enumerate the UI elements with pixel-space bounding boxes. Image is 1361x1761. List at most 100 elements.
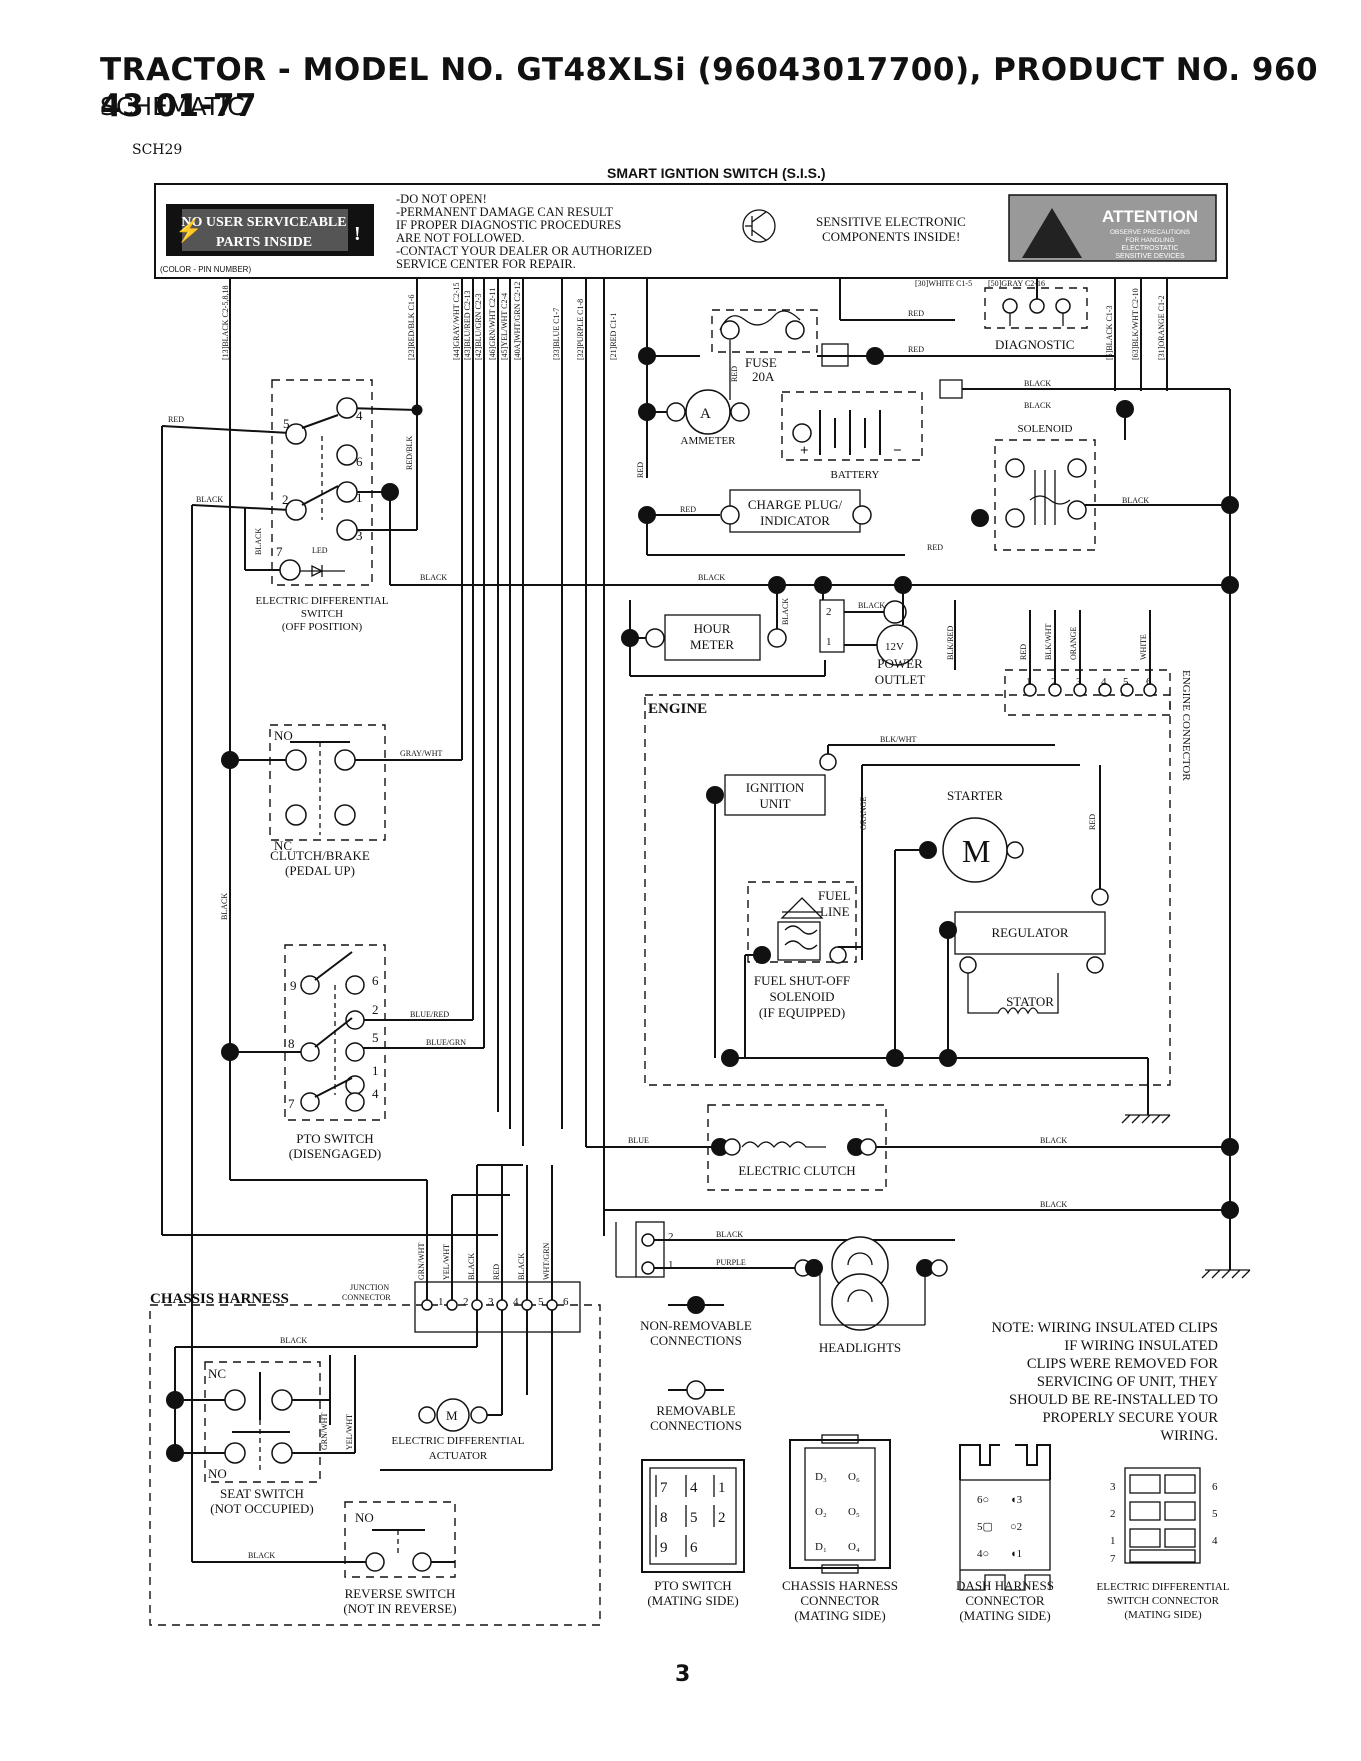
wire-label: PURPLE	[716, 1258, 746, 1267]
no-label: NO	[274, 728, 293, 743]
wire-label: RED	[908, 345, 924, 354]
diagnostic-label: DIAGNOSTIC	[995, 337, 1074, 352]
svg-text:1: 1	[372, 1063, 379, 1078]
wire-label: RED	[636, 462, 645, 478]
note-line: SHOULD BE RE-INSTALLED TO	[1009, 1392, 1218, 1408]
wire-label: GRN/WHT	[320, 1413, 329, 1450]
note-line: PROPERLY SECURE YOUR	[1042, 1410, 1218, 1426]
wire-label: BLACK	[220, 893, 229, 920]
note-line: CLIPS WERE REMOVED FOR	[1027, 1356, 1218, 1372]
page-subtitle: SCHEMATIC	[100, 92, 245, 121]
svg-text:2: 2	[282, 492, 289, 507]
pto-label: PTO SWITCH	[296, 1131, 373, 1146]
svg-text:2: 2	[826, 606, 832, 618]
power-symbol: 12V	[885, 641, 904, 653]
non-removable-icon	[687, 1296, 705, 1314]
wire-label: RED	[927, 543, 943, 552]
wire-label: YEL/WHT	[442, 1244, 451, 1280]
svg-text:6: 6	[563, 1296, 569, 1308]
solenoid: SOLENOID BLACK	[971, 400, 1230, 551]
sensitive-line: COMPONENTS INSIDE!	[822, 229, 960, 244]
svg-text:6: 6	[1212, 1481, 1218, 1493]
starter-label: STARTER	[947, 788, 1003, 803]
sensitive-text: SENSITIVE ELECTRONIC COMPONENTS INSIDE!	[816, 214, 966, 244]
sis-module: SMART IGNTION SWITCH (S.I.S.) NO USER SE…	[154, 165, 1228, 288]
svg-text:4: 4	[513, 1296, 519, 1308]
svg-text:◖1: ◖1	[1010, 1548, 1022, 1560]
gray-pin-label: [50]GRAY C2-16	[988, 279, 1045, 288]
note-line: IF WIRING INSULATED	[1064, 1338, 1218, 1354]
svg-text:9: 9	[660, 1540, 668, 1556]
wire-label: BLACK	[1024, 379, 1051, 388]
hour-meter-label: METER	[690, 637, 734, 652]
power-outlet-label: POWER	[877, 656, 923, 671]
svg-text:3: 3	[356, 528, 363, 543]
starter: M STARTER ORANGE	[859, 764, 1080, 1058]
fuse-label: FUSE	[745, 355, 777, 370]
wire-label: ORANGE	[1069, 627, 1078, 660]
page-title: TRACTOR - MODEL NO. GT48XLSi (9604301770…	[100, 52, 1319, 124]
headlights: 2 1 BLACK PURPLE HEADLIGHTS	[615, 1221, 955, 1355]
svg-text:O₂: O₂	[815, 1506, 827, 1518]
wire-label: RED	[168, 415, 184, 424]
wire-label: WHITE	[1139, 634, 1148, 660]
ignition-label: IGNITION	[746, 780, 805, 795]
svg-text:D₃: D₃	[815, 1471, 827, 1483]
color-pin-note: (COLOR - PIN NUMBER)	[160, 265, 251, 274]
svg-text:5: 5	[538, 1296, 544, 1308]
seat-switch-label: SEAT SWITCH	[220, 1486, 304, 1501]
ammeter: A AMMETER	[638, 389, 750, 447]
headlights-label: HEADLIGHTS	[819, 1340, 901, 1355]
attention-badge: ATTENTION OBSERVE PRECAUTIONS FOR HANDLI…	[1008, 194, 1217, 262]
wire-label: BLUE	[628, 1136, 649, 1145]
wiring-note: NOTE: WIRING INSULATED CLIPS IF WIRING I…	[992, 1320, 1219, 1444]
badge-line-2: PARTS INSIDE	[216, 235, 312, 250]
nc-label: NC	[274, 838, 292, 853]
wire-label: BLK/RED	[946, 626, 955, 660]
svg-text:2: 2	[718, 1510, 726, 1526]
dash-connector-label: (MATING SIDE)	[959, 1608, 1050, 1623]
wire-label: BLACK	[517, 1253, 526, 1280]
engine-ground-bus	[721, 1049, 1171, 1124]
clutch-brake-switch: NO NC GRAY/WHT BLACK CLUTCH/BRAKE (PEDAL…	[220, 724, 462, 920]
badge-line-1: NO USER SERVICEABLE	[181, 215, 346, 230]
ground-icon	[1201, 1269, 1251, 1279]
svg-text:−: −	[893, 443, 902, 459]
svg-text:4○: 4○	[977, 1548, 989, 1560]
sis-pin-wires	[229, 278, 1168, 1236]
svg-text:6: 6	[372, 973, 379, 988]
svg-text:8: 8	[660, 1510, 668, 1526]
chassis-connector-label: (MATING SIDE)	[794, 1608, 885, 1623]
electric-differential-actuator: M ELECTRIC DIFFERENTIAL ACTUATOR	[380, 1310, 553, 1471]
ammeter-symbol: A	[700, 406, 711, 422]
svg-text:6: 6	[690, 1540, 698, 1556]
ammeter-label: AMMETER	[681, 435, 737, 447]
svg-text:2: 2	[1051, 676, 1057, 688]
svg-text:7: 7	[276, 544, 283, 559]
charge-plug-indicator: CHARGE PLUG/ INDICATOR RED RED RED	[636, 462, 943, 556]
solenoid-label: SOLENOID	[1018, 423, 1073, 435]
led-icon	[300, 564, 345, 578]
pto-connector-label: (MATING SIDE)	[647, 1593, 738, 1608]
pin-label: [46]GRN/WHT C2-11	[488, 288, 497, 360]
connection-legend: NON-REMOVABLE CONNECTIONS REMOVABLE CONN…	[640, 1296, 752, 1433]
wire-label: BLACK	[280, 1336, 307, 1345]
svg-text:2: 2	[372, 1002, 379, 1017]
svg-text:7: 7	[660, 1480, 668, 1496]
wire-label: RED	[680, 505, 696, 514]
wire-label: BLACK	[248, 1551, 275, 1560]
diff-switch-label: ELECTRIC DIFFERENTIAL	[256, 595, 389, 607]
svg-text:2: 2	[668, 1231, 674, 1243]
svg-text:5: 5	[1123, 676, 1129, 688]
pin-label: [13]BLACK C2-5,8,18	[221, 286, 230, 360]
svg-text:4: 4	[356, 408, 363, 423]
clutch-label: (PEDAL UP)	[285, 863, 355, 878]
svg-text:2: 2	[463, 1296, 469, 1308]
wire-label: GRN/WHT	[417, 1243, 426, 1280]
transistor-icon	[742, 209, 776, 243]
svg-text:1: 1	[1026, 676, 1032, 688]
